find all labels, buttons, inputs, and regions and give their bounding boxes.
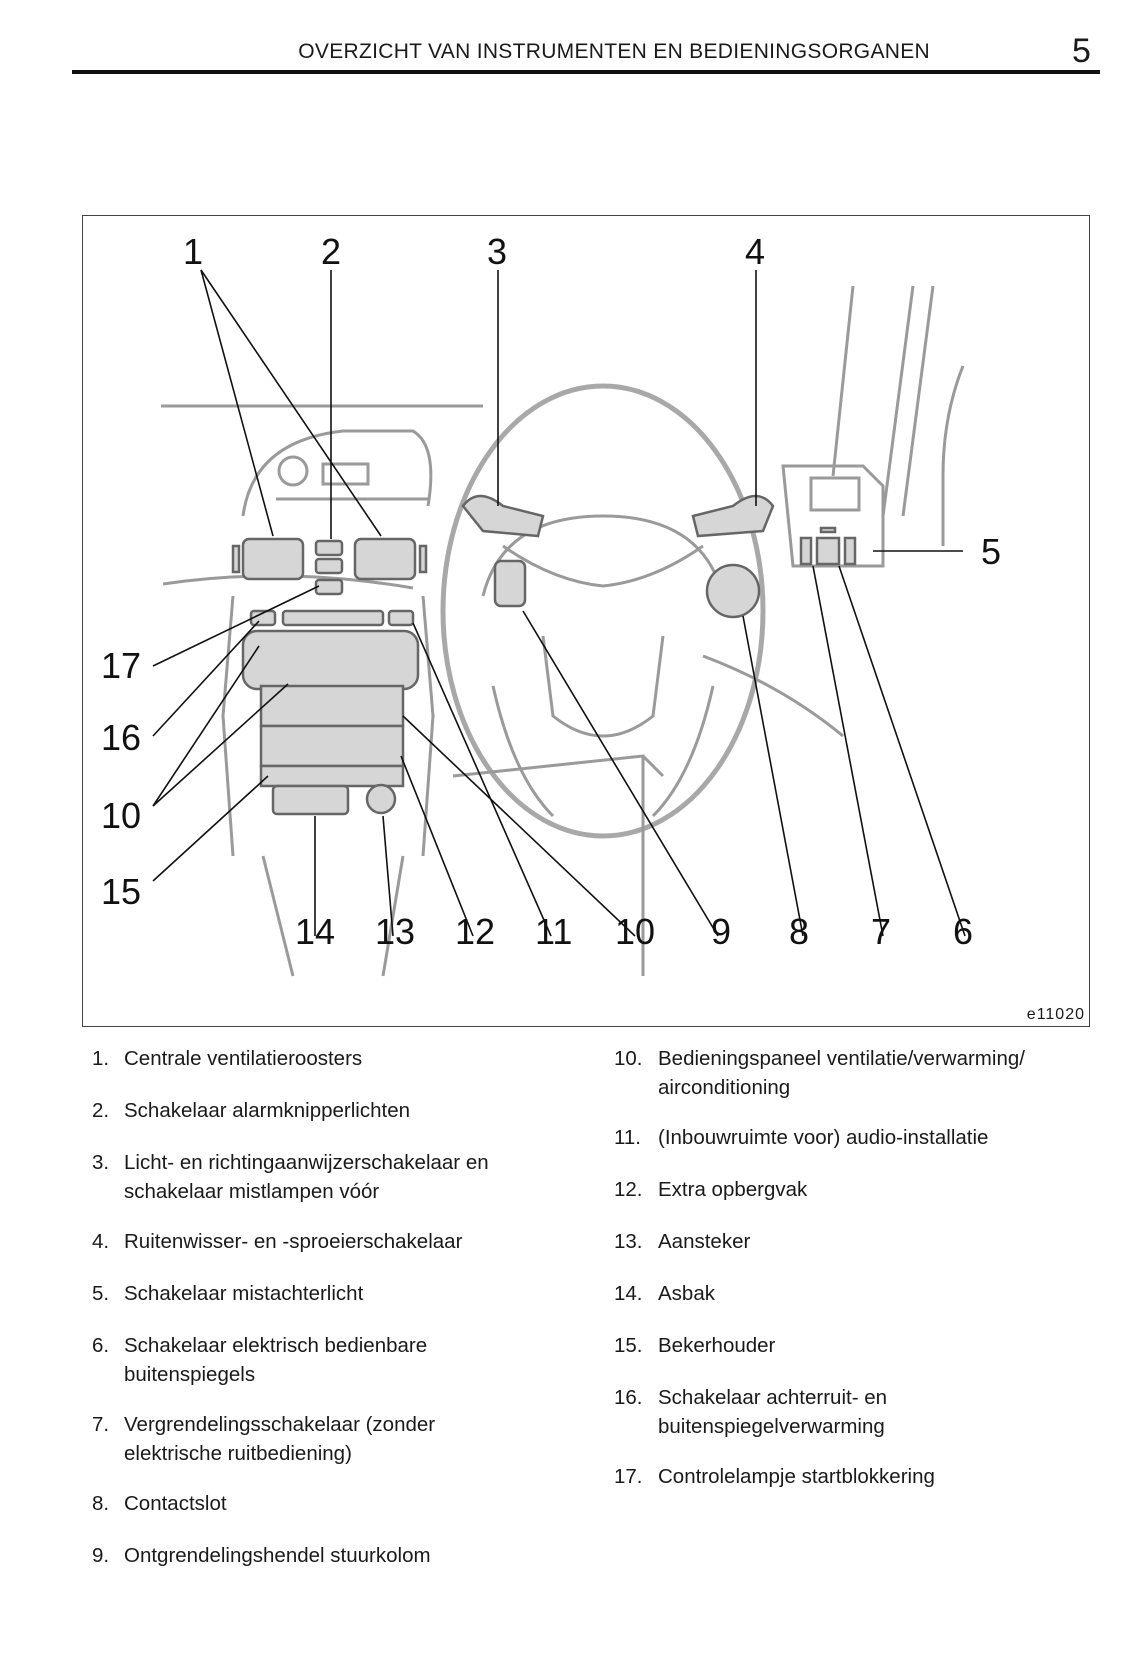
- legend-text: Vergrendelingsschakelaar (zonder elektri…: [124, 1413, 436, 1465]
- callout-16: 16: [101, 717, 141, 758]
- callout-17: 17: [101, 645, 141, 686]
- legend-text: (Inbouwruimte voor) audio-installatie: [658, 1126, 989, 1149]
- legend-number: 1.: [92, 1047, 110, 1070]
- header-rule: [72, 70, 1100, 74]
- legend-text: Centrale ventilatieroosters: [124, 1047, 363, 1070]
- legend-item-6: 6. Schakelaar elektrisch bedienbare buit…: [92, 1331, 482, 1389]
- legend-text: Schakelaar mistachterlicht: [124, 1282, 364, 1305]
- legend-item-10: 10. Bedieningspaneel ventilatie/verwarmi…: [614, 1044, 1084, 1102]
- page-number: 5: [1072, 32, 1091, 70]
- legend-number: 7.: [92, 1413, 110, 1436]
- callout-9: 9: [711, 911, 731, 952]
- callout-10-bottom: 10: [615, 911, 655, 952]
- callout-4: 4: [745, 231, 765, 272]
- legend-number: 13.: [614, 1230, 643, 1253]
- legend-item-14: 14. Asbak: [614, 1279, 715, 1308]
- dashboard-illustration: 1 2 3 4 5 17 16 10 15 14 13 12 11 10 9 8…: [101, 231, 1001, 977]
- legend-text: Contactslot: [124, 1492, 227, 1515]
- callout-7: 7: [871, 911, 891, 952]
- callout-8: 8: [789, 911, 809, 952]
- legend-number: 9.: [92, 1544, 110, 1567]
- legend-number: 14.: [614, 1282, 643, 1305]
- legend-text: Bedieningspaneel ventilatie/verwarming/ …: [658, 1047, 1025, 1099]
- legend-item-3: 3. Licht- en richtingaanwijzerschakelaar…: [92, 1148, 532, 1206]
- callout-3: 3: [487, 231, 507, 272]
- callout-5: 5: [981, 531, 1001, 572]
- legend-text: Schakelaar elektrisch bedienbare buitens…: [124, 1334, 428, 1386]
- legend-text: Ontgrendelingshendel stuurkolom: [124, 1544, 431, 1567]
- legend-item-9: 9. Ontgrendelingshendel stuurkolom: [92, 1541, 431, 1570]
- legend-text: Controlelampje startblokkering: [658, 1465, 935, 1488]
- callout-11: 11: [535, 911, 572, 952]
- legend-number: 4.: [92, 1230, 110, 1253]
- callout-1: 1: [183, 231, 203, 272]
- callout-15: 15: [101, 871, 141, 912]
- legend-number: 12.: [614, 1178, 643, 1201]
- legend-text: Ruitenwisser- en -sproeierschakelaar: [124, 1230, 463, 1253]
- legend-number: 3.: [92, 1151, 110, 1174]
- legend-item-4: 4. Ruitenwisser- en -sproeierschakelaar: [92, 1227, 462, 1256]
- callout-14: 14: [295, 911, 335, 952]
- legend-number: 2.: [92, 1099, 110, 1122]
- legend-text: Bekerhouder: [658, 1334, 776, 1357]
- callout-labels: 1 2 3 4 5 17 16 10 15 14 13 12 11 10 9 8…: [101, 231, 1001, 952]
- legend-item-5: 5. Schakelaar mistachterlicht: [92, 1279, 363, 1308]
- legend-number: 5.: [92, 1282, 110, 1305]
- legend-item-15: 15. Bekerhouder: [614, 1331, 775, 1360]
- legend-number: 8.: [92, 1492, 110, 1515]
- legend-number: 16.: [614, 1386, 643, 1409]
- legend-item-17: 17. Controlelampje startblokkering: [614, 1462, 935, 1491]
- callout-12: 12: [455, 911, 495, 952]
- legend-number: 6.: [92, 1334, 110, 1357]
- legend-text: Extra opbergvak: [658, 1178, 808, 1201]
- callout-2: 2: [321, 231, 341, 272]
- legend-item-13: 13. Aansteker: [614, 1227, 750, 1256]
- legend-text: Schakelaar achterruit- en buitenspiegelv…: [658, 1386, 888, 1438]
- dashboard-figure: 1 2 3 4 5 17 16 10 15 14 13 12 11 10 9 8…: [82, 215, 1090, 1027]
- legend-number: 10.: [614, 1047, 643, 1070]
- callout-6: 6: [953, 911, 973, 952]
- legend-number: 15.: [614, 1334, 643, 1357]
- legend-item-1: 1. Centrale ventilatieroosters: [92, 1044, 362, 1073]
- legend-item-16: 16. Schakelaar achterruit- en buitenspie…: [614, 1383, 944, 1441]
- legend-text: Licht- en richtingaanwijzerschakelaar en…: [124, 1151, 489, 1203]
- legend-item-11: 11. (Inbouwruimte voor) audio-installati…: [614, 1123, 988, 1152]
- callout-10-left: 10: [101, 795, 141, 836]
- header-title: OVERZICHT VAN INSTRUMENTEN EN BEDIENINGS…: [298, 40, 930, 63]
- legend-number: 11.: [614, 1126, 641, 1149]
- legend-item-7: 7. Vergrendelingsschakelaar (zonder elek…: [92, 1410, 482, 1468]
- legend-number: 17.: [614, 1465, 643, 1488]
- legend-item-12: 12. Extra opbergvak: [614, 1175, 807, 1204]
- legend-item-2: 2. Schakelaar alarmknipperlichten: [92, 1096, 410, 1125]
- legend-text: Schakelaar alarmknipperlichten: [124, 1099, 411, 1122]
- callout-13: 13: [375, 911, 415, 952]
- legend-text: Aansteker: [658, 1230, 751, 1253]
- legend-item-8: 8. Contactslot: [92, 1489, 227, 1518]
- figure-code: e11020: [1026, 1006, 1085, 1023]
- legend-text: Asbak: [658, 1282, 715, 1305]
